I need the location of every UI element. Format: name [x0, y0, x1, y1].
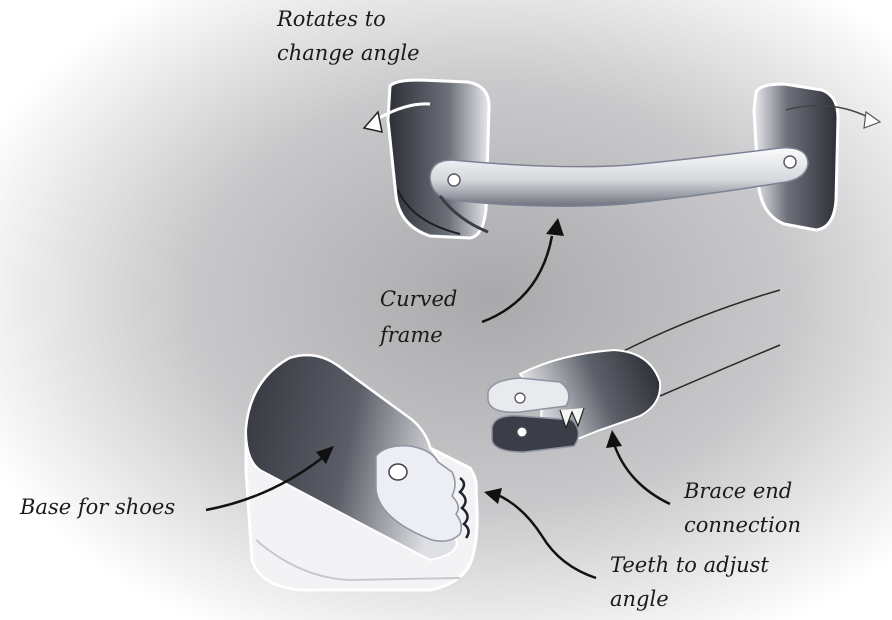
label-teeth-line1: Teeth to adjust	[610, 553, 769, 577]
label-rotates-line1: Rotates to	[276, 7, 386, 31]
frame-pivot-right	[784, 156, 796, 168]
label-rotates-line2: change angle	[277, 41, 420, 65]
frame-pivot-left	[448, 174, 460, 186]
label-curved-frame-line2: frame	[378, 323, 443, 347]
label-brace-end-line1: Brace end	[683, 479, 792, 503]
base-pivot-hole	[389, 464, 407, 480]
label-base-for-shoes: Base for shoes	[19, 495, 175, 519]
label-curved-frame-line1: Curved	[380, 287, 457, 311]
left-pad	[388, 80, 489, 238]
label-brace-end-line2: connection	[684, 513, 801, 537]
clevis-upper-plate	[488, 378, 569, 412]
label-teeth-line2: angle	[610, 587, 669, 611]
